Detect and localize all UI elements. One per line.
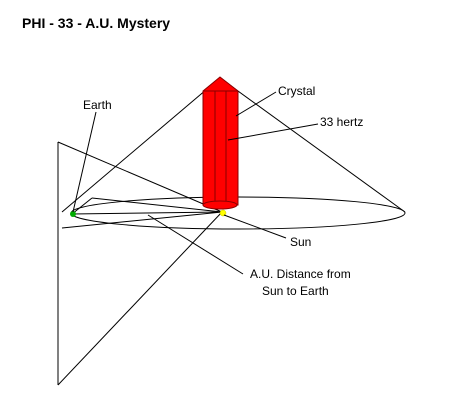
sun-dot <box>219 209 227 217</box>
pyramid-outline <box>57 141 223 386</box>
au-distance-label-line1: A.U. Distance from <box>250 267 351 281</box>
sun-label: Sun <box>290 235 311 249</box>
frequency-label: 33 hertz <box>320 115 363 129</box>
diagram-title: PHI - 33 - A.U. Mystery <box>22 15 170 31</box>
cone-lines <box>61 77 406 213</box>
crystal-body <box>202 76 239 206</box>
earth-dot <box>70 211 76 217</box>
crystal <box>202 76 239 210</box>
leader-lines <box>72 91 319 275</box>
au-distance-label-line2: Sun to Earth <box>262 284 329 298</box>
earth-label: Earth <box>83 98 112 112</box>
crystal-label: Crystal <box>278 84 315 98</box>
